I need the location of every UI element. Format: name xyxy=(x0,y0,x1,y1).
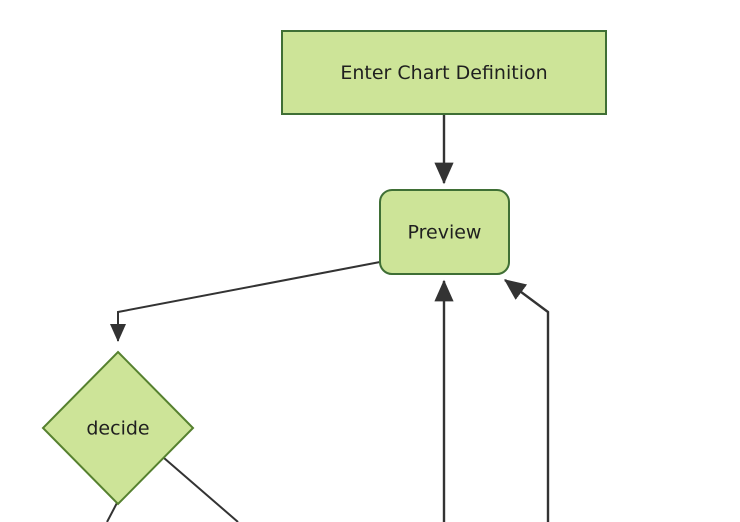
node-decide[interactable]: decide xyxy=(41,350,195,506)
node-decide-shape xyxy=(41,350,195,506)
edge-decide-bottom-out xyxy=(106,500,119,522)
node-enter-chart-definition-label: Enter Chart Definition xyxy=(340,62,547,84)
node-decide-label: decide xyxy=(86,418,149,440)
edge-preview-to-decide xyxy=(110,261,381,342)
node-preview[interactable]: Preview xyxy=(379,189,510,275)
node-preview-label: Preview xyxy=(408,222,482,244)
node-preview-shape xyxy=(379,189,510,275)
edge-group xyxy=(106,114,550,522)
edge-decide-right-out xyxy=(163,457,239,522)
node-enter-chart-definition[interactable]: Enter Chart Definition xyxy=(281,30,607,115)
node-enter-chart-definition-shape xyxy=(281,30,607,115)
edge-bottom-right-into-preview xyxy=(504,279,550,522)
